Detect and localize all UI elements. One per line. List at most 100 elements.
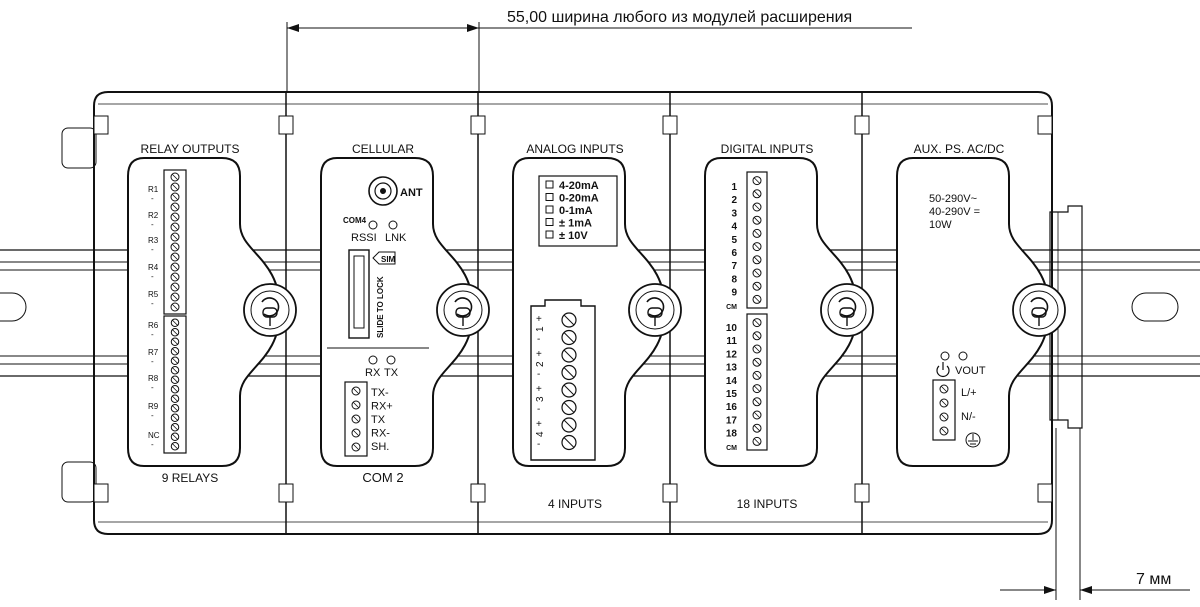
ground-circle — [965, 432, 981, 448]
power-symbol-icon — [936, 362, 950, 377]
range-option: 4-20mA — [559, 180, 599, 192]
screw-terminal — [170, 282, 180, 292]
analog-minus-sign: - — [537, 439, 540, 450]
release-screw-inner — [1019, 290, 1059, 330]
screw-slot — [753, 243, 761, 250]
digital-terminal-label: 1 — [731, 182, 737, 193]
bottom-dimension: 7 мм — [1000, 428, 1190, 600]
top-dimension: 55,00 ширина любого из модулей расширени… — [286, 9, 912, 92]
release-screw-outer — [243, 283, 297, 337]
analog-plus-sign: + — [536, 419, 542, 430]
digital-terminal-label: 4 — [731, 222, 737, 233]
screw-terminal — [170, 242, 180, 252]
screw-terminal — [170, 232, 180, 242]
range-option: ± 10V — [559, 230, 588, 242]
screw-terminal — [170, 328, 180, 337]
release-screw-icon — [820, 283, 874, 337]
digital-terminal-block-upper — [746, 171, 768, 309]
relay-label: R7 — [148, 348, 159, 357]
vout-label: VOUT — [955, 365, 986, 377]
antenna-pin — [380, 188, 386, 194]
screw-slot — [753, 385, 761, 392]
analog-screw-terminal — [561, 347, 577, 363]
screw-slot — [171, 366, 179, 374]
range-option: ± 1mA — [559, 218, 592, 230]
module-title: CELLULAR — [352, 142, 414, 156]
analog-channel-number: 3 — [535, 396, 546, 402]
screw-terminal — [170, 172, 180, 182]
release-screw-icon — [1012, 283, 1066, 337]
psu-terminal-label: N/- — [961, 411, 976, 423]
rx-led-icon — [368, 355, 378, 365]
relay-label: R8 — [148, 374, 159, 383]
screw-slot — [753, 216, 761, 224]
relay-dash: - — [151, 272, 154, 281]
screw-terminal — [170, 182, 180, 192]
range-checkbox — [545, 205, 554, 214]
screw-terminal — [351, 400, 361, 410]
screw-terminal — [170, 442, 180, 451]
vout-led-icon — [958, 351, 968, 361]
screw-slot — [171, 233, 179, 241]
screw-terminal — [170, 423, 180, 432]
analog-terminal-block — [530, 299, 596, 461]
psu-spec-line: 10W — [929, 219, 952, 231]
screw-terminal — [351, 386, 361, 396]
com2-terminal-label: TX- — [371, 387, 389, 399]
screw-terminal — [170, 252, 180, 262]
screw-slot — [753, 411, 761, 419]
screw-slot — [753, 332, 761, 340]
screw-terminal — [170, 347, 180, 356]
digital-terminal-label: 12 — [726, 349, 738, 360]
front-panel-inner — [896, 157, 1050, 467]
com2-terminal-label: RX+ — [371, 401, 393, 413]
module-footer: 9 RELAYS — [162, 471, 218, 485]
screw-terminal — [752, 370, 762, 380]
terminal-block-body — [932, 379, 956, 441]
terminal-block-body — [746, 313, 768, 451]
screw-slot — [171, 395, 179, 403]
digital-terminal-label: 10 — [726, 323, 738, 334]
module-title: RELAY OUTPUTS — [141, 142, 240, 156]
release-screw-outer — [1012, 283, 1066, 337]
analog-screw-terminal — [561, 312, 577, 328]
analog-screw-slot — [563, 332, 575, 343]
relay-terminal-block-lower — [163, 315, 187, 454]
rotate-arrow-icon — [838, 297, 857, 317]
screw-slot — [171, 433, 179, 441]
screw-terminal — [752, 384, 762, 394]
screw-slot — [352, 415, 360, 423]
tx-led-icon — [386, 355, 396, 365]
psu-spec-line: 50-290V~ — [929, 193, 977, 205]
release-screw-outer — [436, 283, 490, 337]
screw-terminal — [752, 410, 762, 420]
rotate-arrow-icon — [646, 297, 665, 317]
psu-terminal-label: L/+ — [961, 387, 977, 399]
sim-card-icon — [372, 251, 396, 265]
analog-screw-terminal — [561, 434, 577, 451]
analog-minus-sign: - — [537, 334, 540, 345]
screw-slot — [171, 173, 179, 181]
screw-terminal — [752, 281, 762, 291]
screw-terminal — [170, 404, 180, 413]
screw-terminal — [170, 385, 180, 394]
rotate-arrow-icon — [261, 297, 280, 317]
analog-screw-terminal — [561, 399, 577, 416]
digital-terminal-block-lower — [746, 313, 768, 451]
com4-label: COM4 — [343, 216, 367, 225]
screw-slot — [171, 293, 179, 301]
screw-terminal — [752, 255, 762, 265]
terminal-block-body — [163, 169, 187, 315]
rotate-arrow-icon — [454, 297, 473, 317]
screw-slot — [171, 338, 179, 346]
release-screw-icon — [628, 283, 682, 337]
screw-terminal — [752, 176, 762, 186]
screw-slot — [753, 398, 761, 406]
relay-terminal-block-upper — [163, 169, 187, 315]
relay-dash: - — [151, 411, 154, 420]
screw-terminal — [170, 356, 180, 365]
screw-terminal — [752, 228, 762, 238]
relay-dash: - — [151, 440, 154, 449]
